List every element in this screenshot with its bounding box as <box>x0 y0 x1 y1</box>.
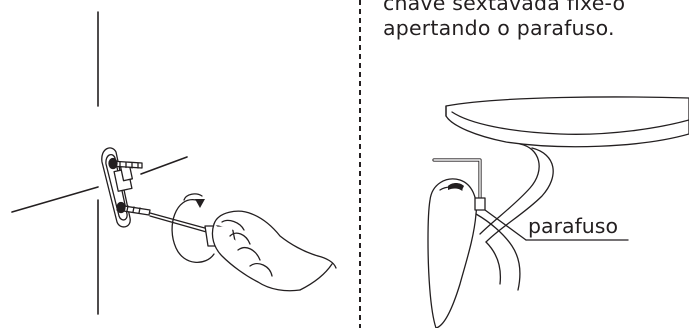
rotation-arrow <box>171 193 215 263</box>
fixture-illustration <box>427 96 689 328</box>
instruction-line-1: chave sextavada fixe-o <box>383 0 626 15</box>
wall-edge-right <box>140 156 188 175</box>
wall-illustration <box>11 11 188 315</box>
lower-screw <box>116 201 151 216</box>
upper-screw <box>108 157 143 170</box>
hand <box>211 210 337 292</box>
instruction-text: chave sextavada fixe-o apertando o paraf… <box>383 0 683 41</box>
allen-key <box>432 158 486 211</box>
wall-edge-left <box>11 186 99 213</box>
instruction-line-2: apertando o parafuso. <box>383 16 615 40</box>
callout-leader <box>484 209 629 241</box>
wall-bracket <box>101 147 133 228</box>
screw-label: parafuso <box>528 214 618 238</box>
